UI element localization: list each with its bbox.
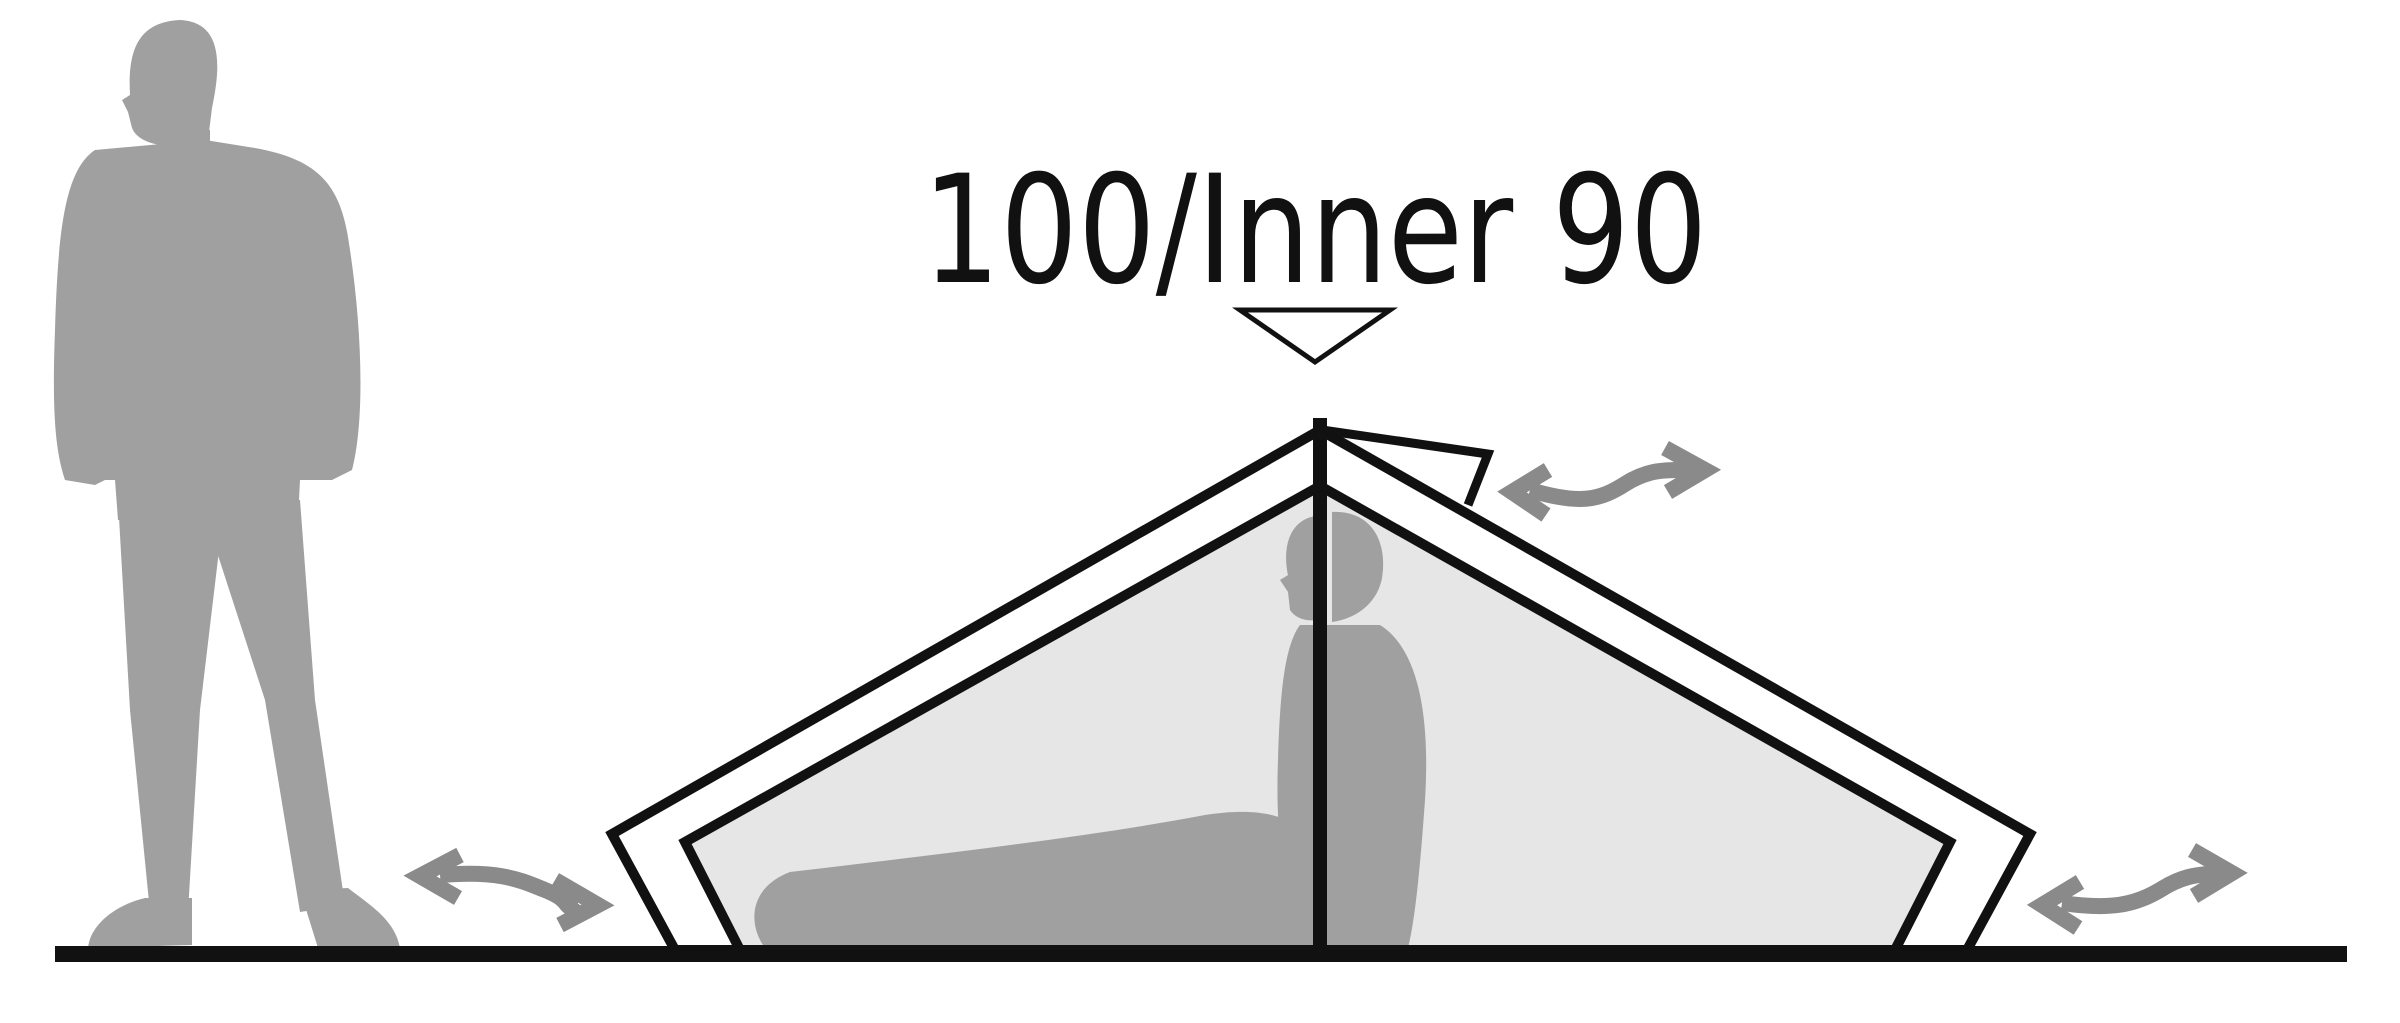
double-arrow-icon — [2026, 843, 2248, 935]
sleeping-bag-silhouette — [754, 811, 1310, 948]
standing-person-icon — [53, 20, 400, 948]
triangle-marker-icon — [1232, 307, 1398, 366]
double-arrow-icon — [1497, 440, 1722, 522]
vent-arrows — [403, 440, 2248, 935]
roof-vent-flap — [1321, 425, 1495, 507]
ground-line — [55, 946, 2347, 962]
double-arrow-icon — [403, 847, 615, 933]
height-label: 100/Inner 90 — [923, 144, 1708, 318]
